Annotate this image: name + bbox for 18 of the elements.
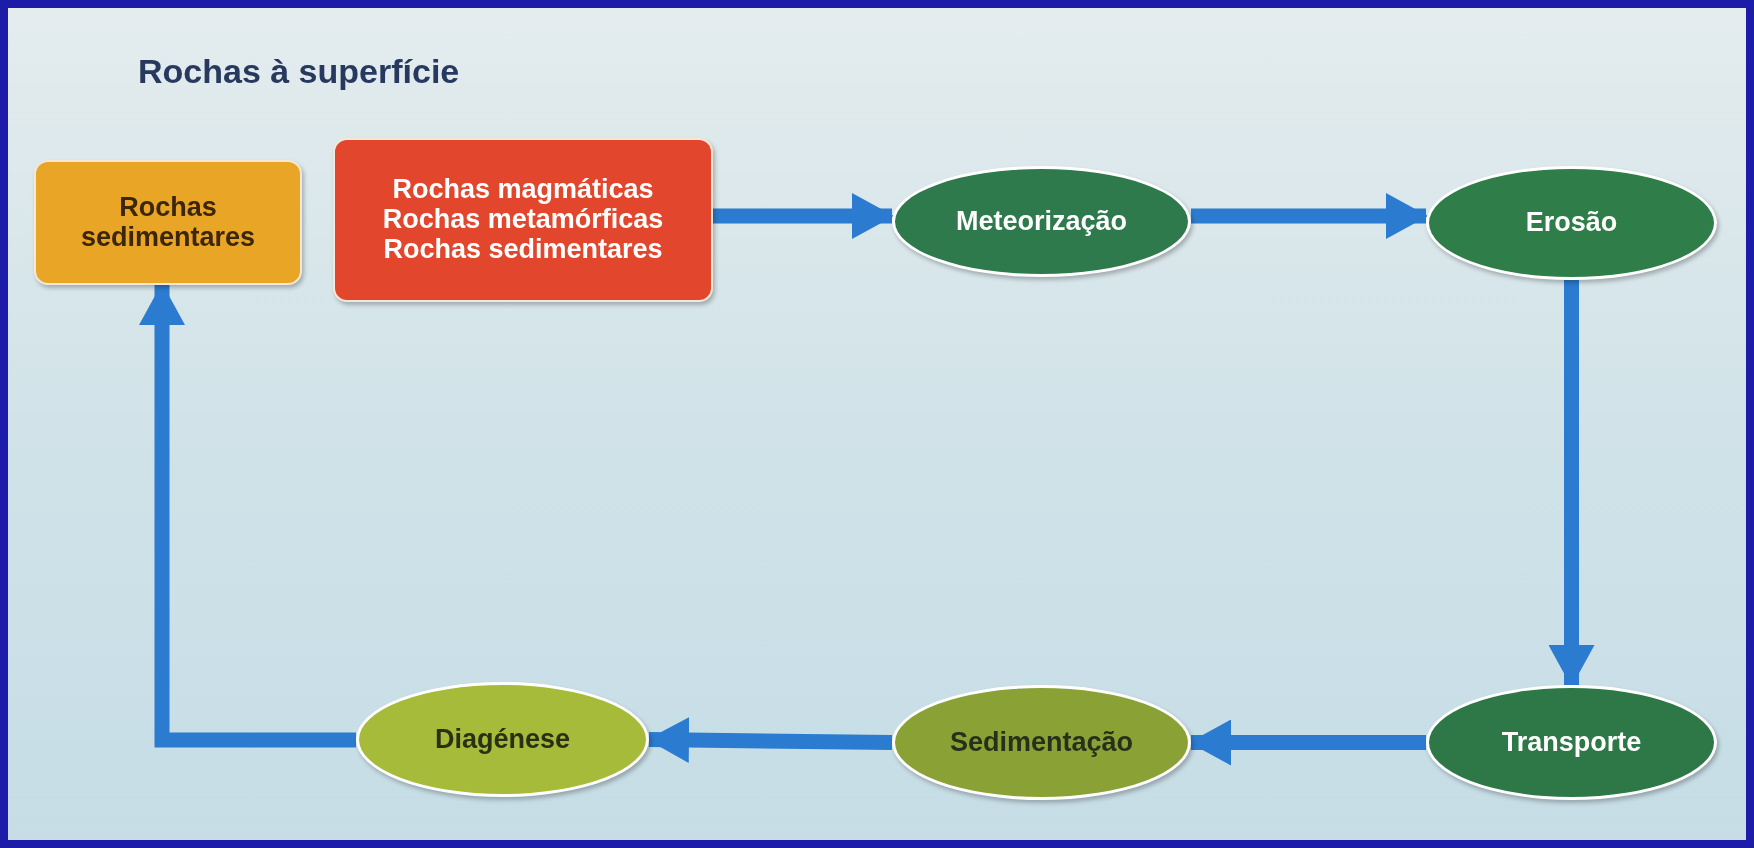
diagram-title: Rochas à superfície — [138, 52, 460, 91]
rock-box — [333, 138, 713, 302]
arrow — [1191, 193, 1428, 239]
arrow — [647, 717, 893, 763]
node-label: Meteorização — [954, 206, 1129, 237]
node-label: Transporte — [1500, 727, 1643, 758]
node-label: Rochas magmáticas — [391, 175, 655, 206]
node-label: Sedimentação — [948, 727, 1135, 758]
node-label: Rochas metamórficas — [381, 205, 665, 235]
arrow — [1189, 719, 1426, 766]
node-label: Erosão — [1524, 208, 1619, 238]
node-label: Diagénese — [433, 724, 572, 755]
rock-box — [34, 160, 302, 285]
arrow — [713, 193, 894, 239]
arrow — [1548, 280, 1595, 687]
arrow — [139, 283, 356, 748]
node-label: Rochas sedimentares — [382, 234, 664, 265]
node-label: Rochas sedimentares — [79, 192, 257, 253]
